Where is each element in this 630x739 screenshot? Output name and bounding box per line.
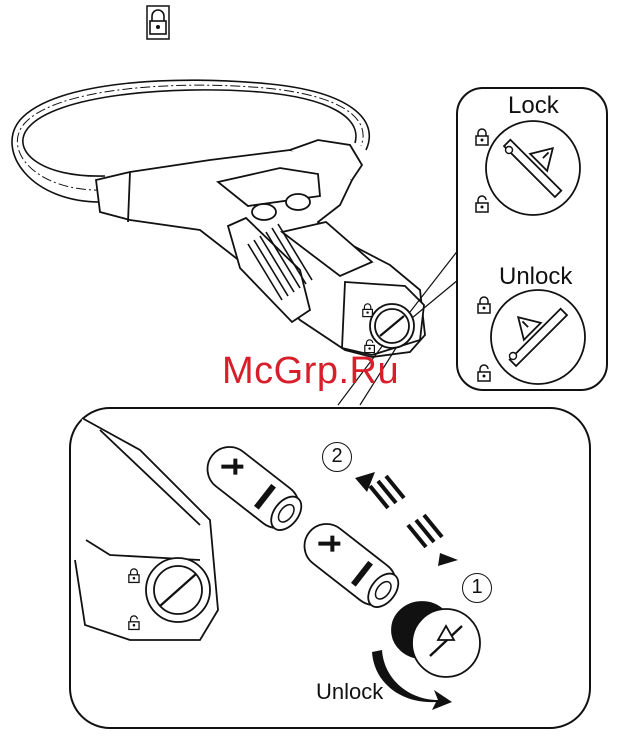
unlock-label: Unlock bbox=[499, 263, 572, 291]
lock-unlock-callout-panel bbox=[457, 88, 607, 390]
step-one-badge: 1 bbox=[462, 573, 492, 603]
meter-body bbox=[96, 140, 425, 357]
unlock-cap-label: Unlock bbox=[316, 679, 383, 705]
watermark-text: McGrp.Ru bbox=[222, 350, 399, 393]
step-two-badge: 2 bbox=[322, 442, 352, 472]
lock-label: Lock bbox=[508, 92, 559, 120]
padlock-locked-icon bbox=[147, 6, 169, 39]
